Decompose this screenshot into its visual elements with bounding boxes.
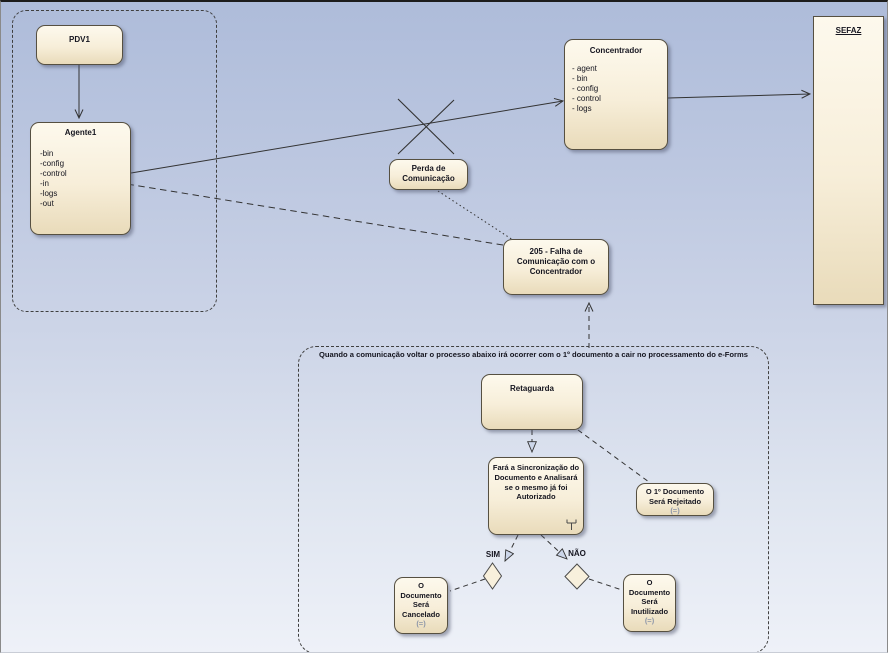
boundary-pdv-group[interactable] — [12, 10, 217, 312]
node-falha-205-label: 205 - Falha de Comunicação com o Concent… — [516, 247, 596, 276]
agente1-item: -in — [40, 179, 49, 188]
node-inutilizado-label: O Documento Será Inutilizado — [628, 578, 671, 616]
concentrador-item: - agent — [572, 64, 597, 73]
node-sincronizacao-label: Fará a Sincronização do Documento e Anal… — [492, 463, 580, 502]
node-perda-comunicacao[interactable]: Perda de Comunicação — [389, 159, 468, 190]
node-sefaz[interactable]: SEFAZ — [813, 16, 884, 305]
decision-diamond-sim[interactable] — [482, 562, 503, 590]
connector-layer — [63, 65, 888, 592]
node-perda-label: Perda de Comunicação — [402, 164, 455, 183]
concentrador-item: - logs — [572, 104, 592, 113]
boundary-note: Quando a comunicação voltar o processo a… — [319, 350, 748, 359]
concentrador-item: - config — [572, 84, 599, 93]
agente1-item: -logs — [40, 189, 58, 198]
connector-retaguarda-rejeitado[interactable] — [577, 429, 650, 483]
agente1-item: -config — [40, 159, 65, 168]
node-retaguarda[interactable]: Retaguarda — [481, 374, 583, 430]
concentrador-item: - bin — [572, 74, 588, 83]
node-retaguarda-title: Retaguarda — [509, 384, 554, 393]
node-rejeitado-suffix: (=) — [670, 506, 680, 515]
concentrador-item: - control — [572, 94, 601, 103]
diagram-canvas: Quando a comunicação voltar o processo a… — [0, 0, 888, 653]
boundary-process-group[interactable]: Quando a comunicação voltar o processo a… — [298, 346, 769, 652]
connector-nao-inutilizado[interactable] — [588, 578, 623, 591]
node-concentrador[interactable]: Concentrador - agent - bin - config - co… — [564, 39, 668, 150]
broken-link-x-icon — [397, 98, 455, 155]
connector-falha205-agente1[interactable] — [96, 179, 504, 246]
node-sincronizacao[interactable]: Fará a Sincronização do Documento e Anal… — [488, 457, 584, 535]
connector-sincronizacao-sim[interactable] — [505, 534, 519, 561]
node-inutilizado-suffix: (=) — [644, 616, 655, 625]
composite-element-icon — [566, 519, 577, 530]
connector-perda-falha205[interactable] — [437, 190, 514, 241]
node-rejeitado[interactable]: O 1º Documento Será Rejeitado (=) — [636, 483, 714, 516]
decision-diamond-nao[interactable] — [564, 563, 590, 590]
node-cancelado-label: O Documento Será Cancelado — [400, 581, 442, 619]
agente1-item: -control — [40, 169, 67, 178]
decision-label-nao: NÃO — [568, 549, 586, 558]
node-agente1-title: Agente1 — [64, 128, 97, 137]
node-concentrador-title: Concentrador — [589, 46, 643, 55]
node-inutilizado[interactable]: O Documento Será Inutilizado (=) — [623, 574, 676, 632]
agente1-item: -out — [40, 199, 54, 208]
node-falha-205[interactable]: 205 - Falha de Comunicação com o Concent… — [503, 239, 609, 295]
connector-sincronizacao-nao[interactable] — [540, 534, 567, 559]
node-cancelado[interactable]: O Documento Será Cancelado (=) — [394, 577, 448, 634]
decision-label-sim: SIM — [485, 550, 501, 559]
connector-concentrador-sefaz[interactable] — [667, 94, 810, 98]
agente1-item: -bin — [40, 149, 54, 158]
node-pdv1[interactable]: PDV1 — [36, 25, 123, 65]
node-rejeitado-label: O 1º Documento Será Rejeitado — [645, 487, 705, 506]
connector-agente1-concentrador[interactable] — [130, 101, 563, 174]
connector-sim-cancelado[interactable] — [449, 578, 486, 592]
node-cancelado-suffix: (=) — [416, 619, 426, 628]
node-pdv1-title: PDV1 — [69, 35, 90, 44]
node-sefaz-title: SEFAZ — [835, 26, 862, 35]
node-agente1[interactable]: Agente1 -bin -config -control -in -logs … — [30, 122, 131, 235]
